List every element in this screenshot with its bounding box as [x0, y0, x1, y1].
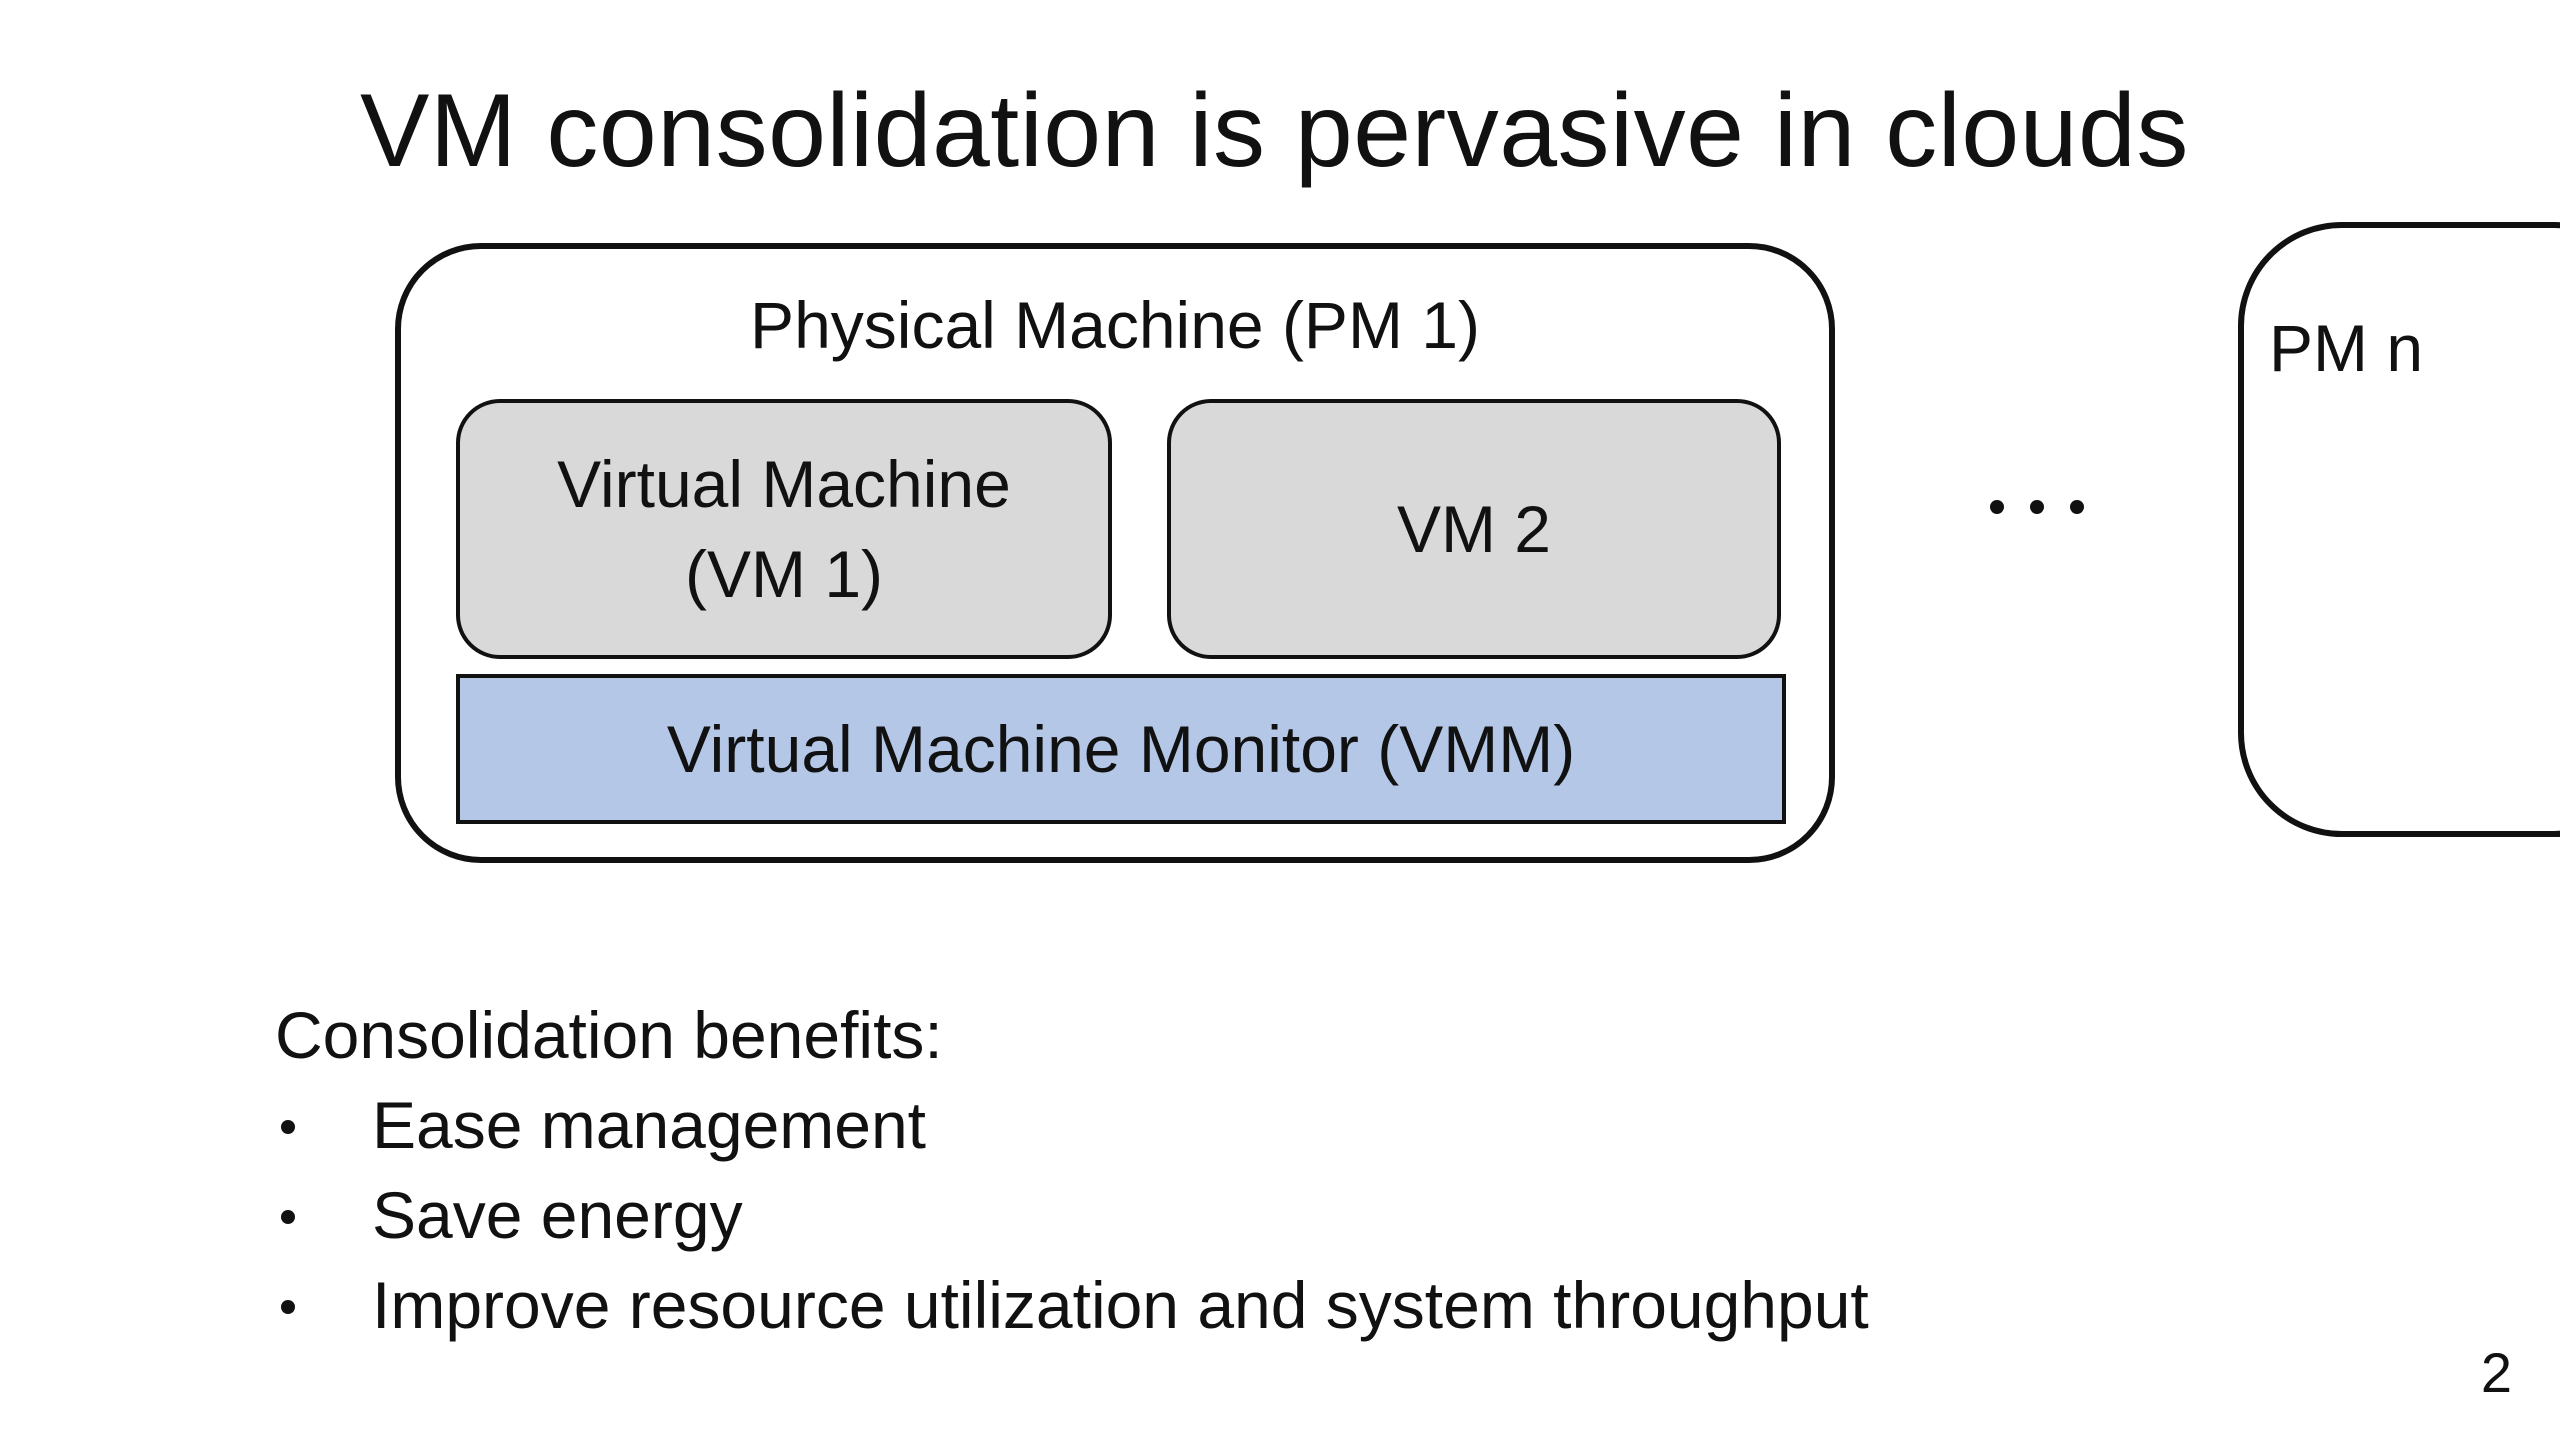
vmm-box: Virtual Machine Monitor (VMM): [456, 674, 1786, 824]
physical-machine-n-box: PM n: [2238, 222, 2560, 837]
physical-machine-label: Physical Machine (PM 1): [750, 288, 1480, 362]
benefit-text: Ease management: [372, 1088, 927, 1162]
benefits-heading: Consolidation benefits:: [275, 998, 943, 1072]
bullet-icon: [281, 1210, 295, 1224]
physical-machine-box: Physical Machine (PM 1) Virtual Machine …: [395, 243, 1835, 863]
benefit-text: Improve resource utilization and system …: [372, 1268, 1869, 1342]
page-number: 2: [2480, 1341, 2512, 1404]
list-item: Improve resource utilization and system …: [275, 1260, 1869, 1350]
slide-title: VM consolidation is pervasive in clouds: [360, 73, 2189, 189]
ellipsis-icon: [1980, 500, 2100, 530]
physical-machine-n-label: PM n: [2269, 311, 2424, 385]
vm2-box: VM 2: [1167, 399, 1781, 659]
vm1-label: Virtual Machine (VM 1): [557, 447, 1011, 611]
benefits-list: Consolidation benefits: Ease management …: [275, 990, 1869, 1350]
vm1-box: Virtual Machine (VM 1): [456, 399, 1112, 659]
list-item: Ease management: [275, 1080, 943, 1170]
benefit-text: Save energy: [372, 1178, 743, 1252]
vmm-label: Virtual Machine Monitor (VMM): [666, 712, 1576, 786]
list-item: Save energy: [275, 1170, 943, 1260]
vm2-label: VM 2: [1396, 492, 1552, 566]
bullet-icon: [281, 1120, 295, 1134]
bullet-icon: [281, 1300, 295, 1314]
